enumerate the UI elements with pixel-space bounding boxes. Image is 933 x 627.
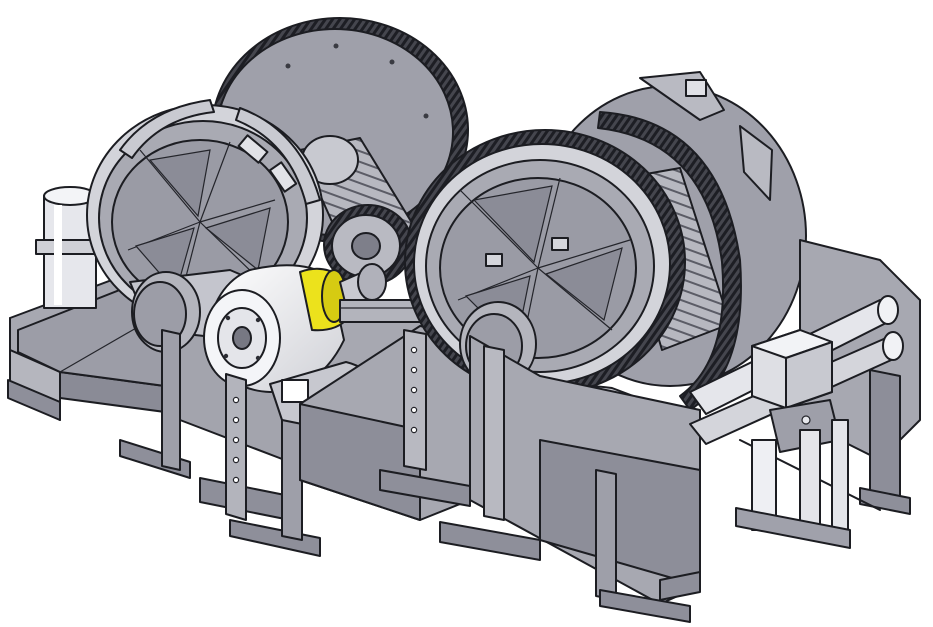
right-vertical-pipes xyxy=(735,419,851,549)
right-frame xyxy=(469,335,701,623)
right-gearbox xyxy=(751,329,841,453)
left-pinion-gear xyxy=(323,204,413,286)
left-drum-flange xyxy=(86,99,324,326)
right-drum-gear-ring xyxy=(404,129,686,395)
left-bearing-cap xyxy=(131,271,201,353)
left-pedestals xyxy=(161,329,303,541)
center-frame xyxy=(299,325,541,561)
